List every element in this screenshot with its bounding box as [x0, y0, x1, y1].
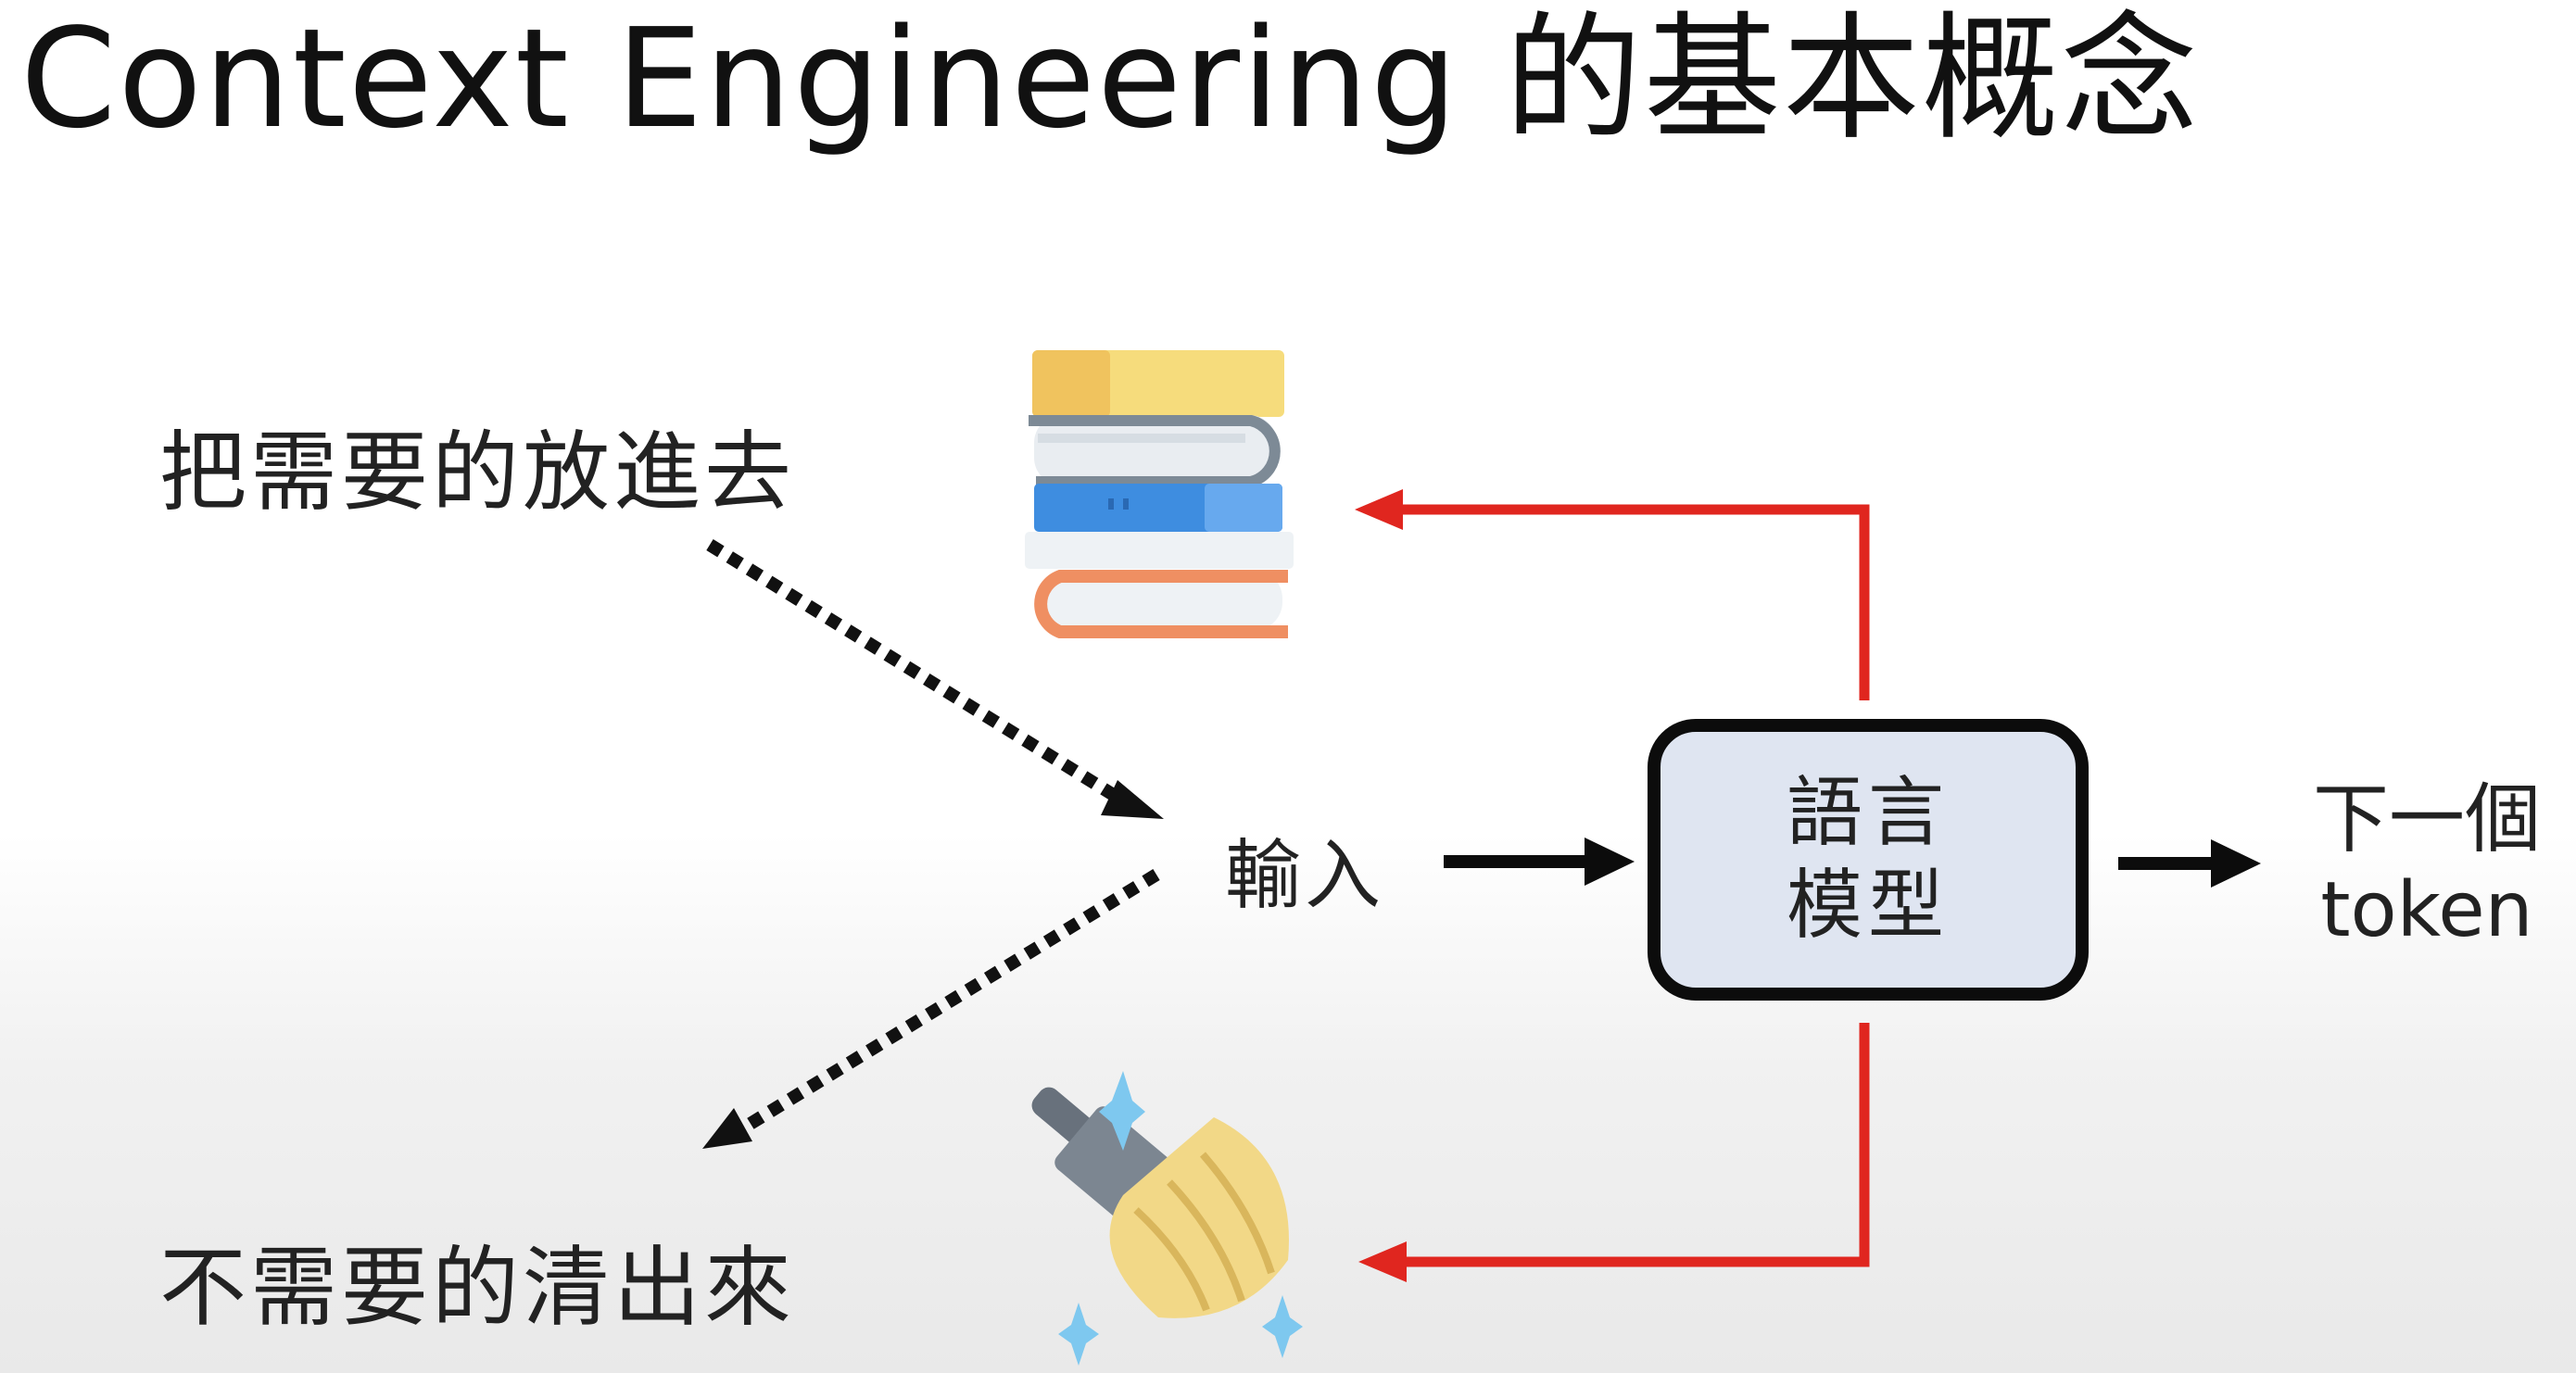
model-label-line1: 語言	[1786, 768, 1950, 857]
feedback-arrow-to-books	[1355, 489, 1870, 700]
input-label: 輸入	[1225, 832, 1385, 920]
feedback-arrow-to-broom	[1358, 1023, 1870, 1282]
stack-of-books-icon	[1025, 350, 1294, 638]
next-token-line2: token	[2320, 866, 2533, 955]
clear-out-label: 不需要的清出來	[159, 1238, 796, 1339]
dotted-arrow-put-in	[706, 539, 1164, 819]
dotted-arrow-clear-out	[702, 869, 1160, 1149]
next-token-line1: 下一個	[2313, 775, 2542, 863]
next-token-label: 下一個 token	[2313, 775, 2541, 957]
arrow-input-to-model	[1444, 838, 1635, 886]
arrow-model-to-output	[2118, 839, 2261, 888]
model-label-line2: 模型	[1786, 862, 1950, 950]
put-in-label: 把需要的放進去	[159, 422, 796, 523]
language-model-box: 語言 模型	[1648, 719, 2089, 1001]
slide-title: Context Engineering 的基本概念	[20, 0, 2200, 158]
broom-icon	[1031, 1071, 1303, 1366]
